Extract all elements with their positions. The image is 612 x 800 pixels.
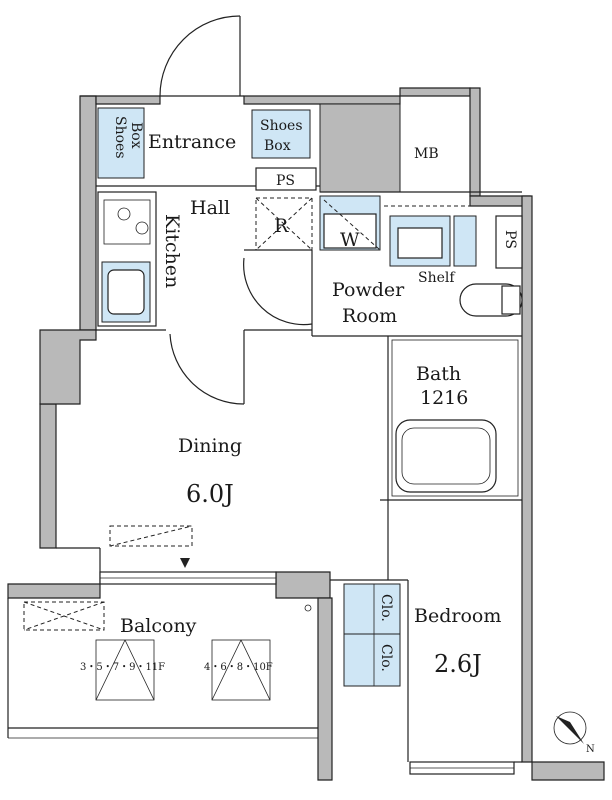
shoes-box-right-label-1: Shoes <box>260 118 303 134</box>
powder-room-label-1: Powder <box>332 279 405 301</box>
ps-right-label: PS <box>502 230 518 249</box>
closet-1-label: Clo. <box>378 594 394 622</box>
escape-hatch-b <box>211 639 271 701</box>
closet-1 <box>343 583 401 635</box>
dining-aircon <box>109 525 193 547</box>
powder-room-label-2: Room <box>342 305 397 327</box>
bath-area <box>391 339 519 497</box>
kitchen-label: Kitchen <box>161 214 183 288</box>
ps-top-box <box>255 167 317 191</box>
ps-top-label: PS <box>276 173 295 189</box>
shelf-label: Shelf <box>418 270 456 286</box>
entrance-label: Entrance <box>148 131 236 153</box>
closet-2 <box>343 633 401 687</box>
washer-label: W <box>340 229 360 251</box>
interior-walls <box>56 185 522 763</box>
escape-hatch-a <box>95 639 155 701</box>
bathtub <box>395 419 497 493</box>
exterior-walls <box>7 87 605 781</box>
compass: N <box>553 711 595 755</box>
closet-2-label: Clo. <box>378 644 394 672</box>
hall-door <box>243 249 313 326</box>
entrance-door <box>159 15 244 97</box>
dining-door <box>169 330 245 405</box>
hall-label: Hall <box>190 197 230 219</box>
dining-size: 6.0J <box>186 480 234 508</box>
kitchen-sink <box>107 269 145 315</box>
shoes-box-right-label-2: Box <box>264 138 291 154</box>
compass-label: N <box>586 744 595 755</box>
bath-label-1: Bath <box>416 363 461 385</box>
shoes-box-left-label-1: Shoes <box>112 116 128 159</box>
shelf-box <box>453 215 477 267</box>
refrigerator-label: R <box>274 215 289 237</box>
shoes-box-left <box>97 107 145 179</box>
dining-label: Dining <box>178 435 242 457</box>
floors-b-label: 4・6・8・10F <box>204 662 273 673</box>
mb-label: MB <box>414 146 439 162</box>
floors-a-label: 3・5・7・9・11F <box>80 662 165 673</box>
shoes-box-right <box>251 109 311 159</box>
north-arrow-icon <box>556 716 584 744</box>
shoes-box-left-label-2: Box <box>128 122 144 149</box>
balcony-outdoor-unit <box>23 601 105 631</box>
bath-label-2: 1216 <box>420 387 468 409</box>
ps-right-box <box>495 215 523 269</box>
entry-marker-icon <box>180 558 190 568</box>
bedroom-size: 2.6J <box>434 650 482 678</box>
refrigerator-box <box>255 197 313 251</box>
bedroom-label: Bedroom <box>414 605 501 627</box>
balcony-label: Balcony <box>120 615 197 637</box>
